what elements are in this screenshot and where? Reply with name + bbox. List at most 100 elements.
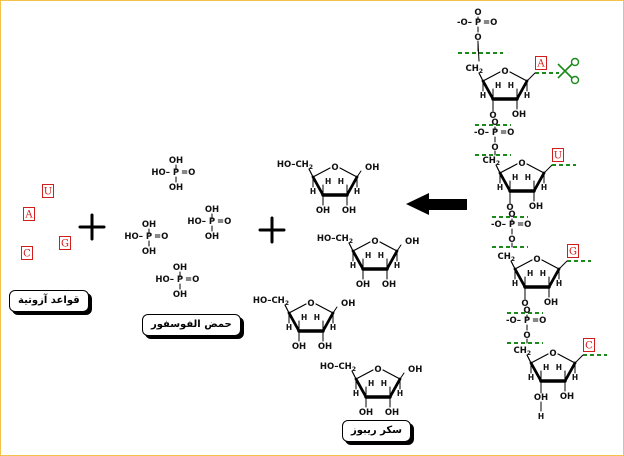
bond — [530, 353, 549, 364]
bond — [563, 361, 577, 383]
bond — [543, 164, 553, 174]
hydroxyl: OH — [512, 110, 526, 120]
atom-label: OH — [173, 290, 187, 300]
atom-label: O — [508, 210, 515, 220]
atom-label: OH — [205, 232, 219, 242]
scissors-icon — [557, 57, 580, 85]
label-phosphoric-acid: حمض الفوسفور — [142, 314, 241, 336]
atom-label: H — [512, 173, 518, 182]
chain-phosphate: O-O–P=OO — [506, 306, 546, 341]
atom-label: H — [556, 363, 562, 372]
atom-label: H — [541, 183, 547, 192]
ring-oxygen: O — [371, 237, 378, 247]
hydroxyl: OH — [292, 342, 306, 352]
atom-label: HO– — [151, 168, 170, 178]
bond — [526, 354, 532, 364]
base-letter: U — [44, 187, 52, 198]
base-box — [583, 338, 595, 352]
atom-label: H — [378, 251, 384, 260]
arrow-left-icon — [406, 193, 467, 215]
free-base-A: A — [23, 207, 35, 221]
atom-label: -O– — [506, 316, 521, 326]
atom-label: H — [527, 269, 533, 278]
atom-label: OH — [142, 220, 156, 230]
atom-label: H — [556, 279, 562, 288]
bond — [385, 249, 399, 271]
bond — [478, 72, 484, 82]
base-box — [21, 246, 33, 260]
bond — [481, 79, 495, 101]
base-box — [535, 56, 547, 70]
chain-base-G: G — [567, 244, 579, 258]
arrow-shape — [406, 193, 467, 215]
ch2-label: HO–CH2 — [320, 362, 356, 373]
atom-label: H — [338, 177, 344, 186]
bond — [311, 175, 325, 197]
phosphorus: P — [524, 316, 530, 326]
bond — [526, 72, 536, 82]
atom-label: OH — [205, 205, 219, 215]
hydroxyl: OH — [408, 365, 422, 375]
free-base-U: U — [42, 184, 54, 198]
hydroxyl: OH — [318, 342, 332, 352]
atom-label: H — [325, 177, 331, 186]
atom-label: =O — [154, 232, 168, 242]
atom-label: OH — [169, 183, 183, 193]
free-base-G: G — [59, 236, 71, 250]
atom-label: =O — [517, 220, 531, 230]
ch2-label: HO–CH2 — [317, 234, 353, 245]
atom-label: O — [508, 235, 515, 245]
bond — [495, 164, 501, 174]
bond — [352, 241, 371, 252]
phosphorus: P — [146, 232, 152, 242]
chain-phosphate: O-O–P=OO — [474, 118, 514, 153]
chain-base-A: A — [535, 56, 547, 70]
atom-label: O — [491, 118, 498, 128]
atom-label: O — [506, 203, 513, 213]
bond — [526, 163, 545, 174]
atom-label: =O — [185, 275, 199, 285]
atom-label: H — [524, 91, 530, 100]
ch2-label: HO–CH2 — [253, 296, 289, 307]
atom-label: H — [394, 261, 400, 270]
base-box — [59, 236, 71, 250]
atom-label: H — [540, 269, 546, 278]
phosphorus: P — [173, 168, 179, 178]
base-letter: U — [554, 151, 562, 162]
bond — [354, 377, 368, 399]
plus-icon — [258, 216, 286, 244]
chain-base-C: C — [583, 338, 595, 352]
bond — [351, 249, 365, 271]
bond — [388, 377, 402, 399]
phosphorus: P — [177, 275, 183, 285]
atom-label: =O — [532, 316, 546, 326]
atom-label: H — [497, 183, 503, 192]
bond — [574, 354, 584, 364]
atom-label: H — [512, 279, 518, 288]
ch2-label: CH2 — [497, 252, 515, 263]
atom-label: =O — [181, 168, 195, 178]
base-box — [567, 244, 579, 258]
bond — [532, 171, 546, 193]
bond — [345, 175, 359, 197]
atom-label: H — [314, 313, 320, 322]
atom-label: H — [538, 412, 544, 421]
ch2-label: CH2 — [465, 64, 483, 75]
phosphorus: P — [492, 128, 498, 138]
atom-label: =O — [483, 18, 497, 28]
phosphorus: P — [509, 220, 515, 230]
hydroxyl: OH — [356, 280, 370, 290]
atom-label: H — [525, 173, 531, 182]
bond — [312, 167, 331, 178]
hydroxyl: OH — [385, 408, 399, 418]
chain-base-U: U — [552, 148, 564, 162]
